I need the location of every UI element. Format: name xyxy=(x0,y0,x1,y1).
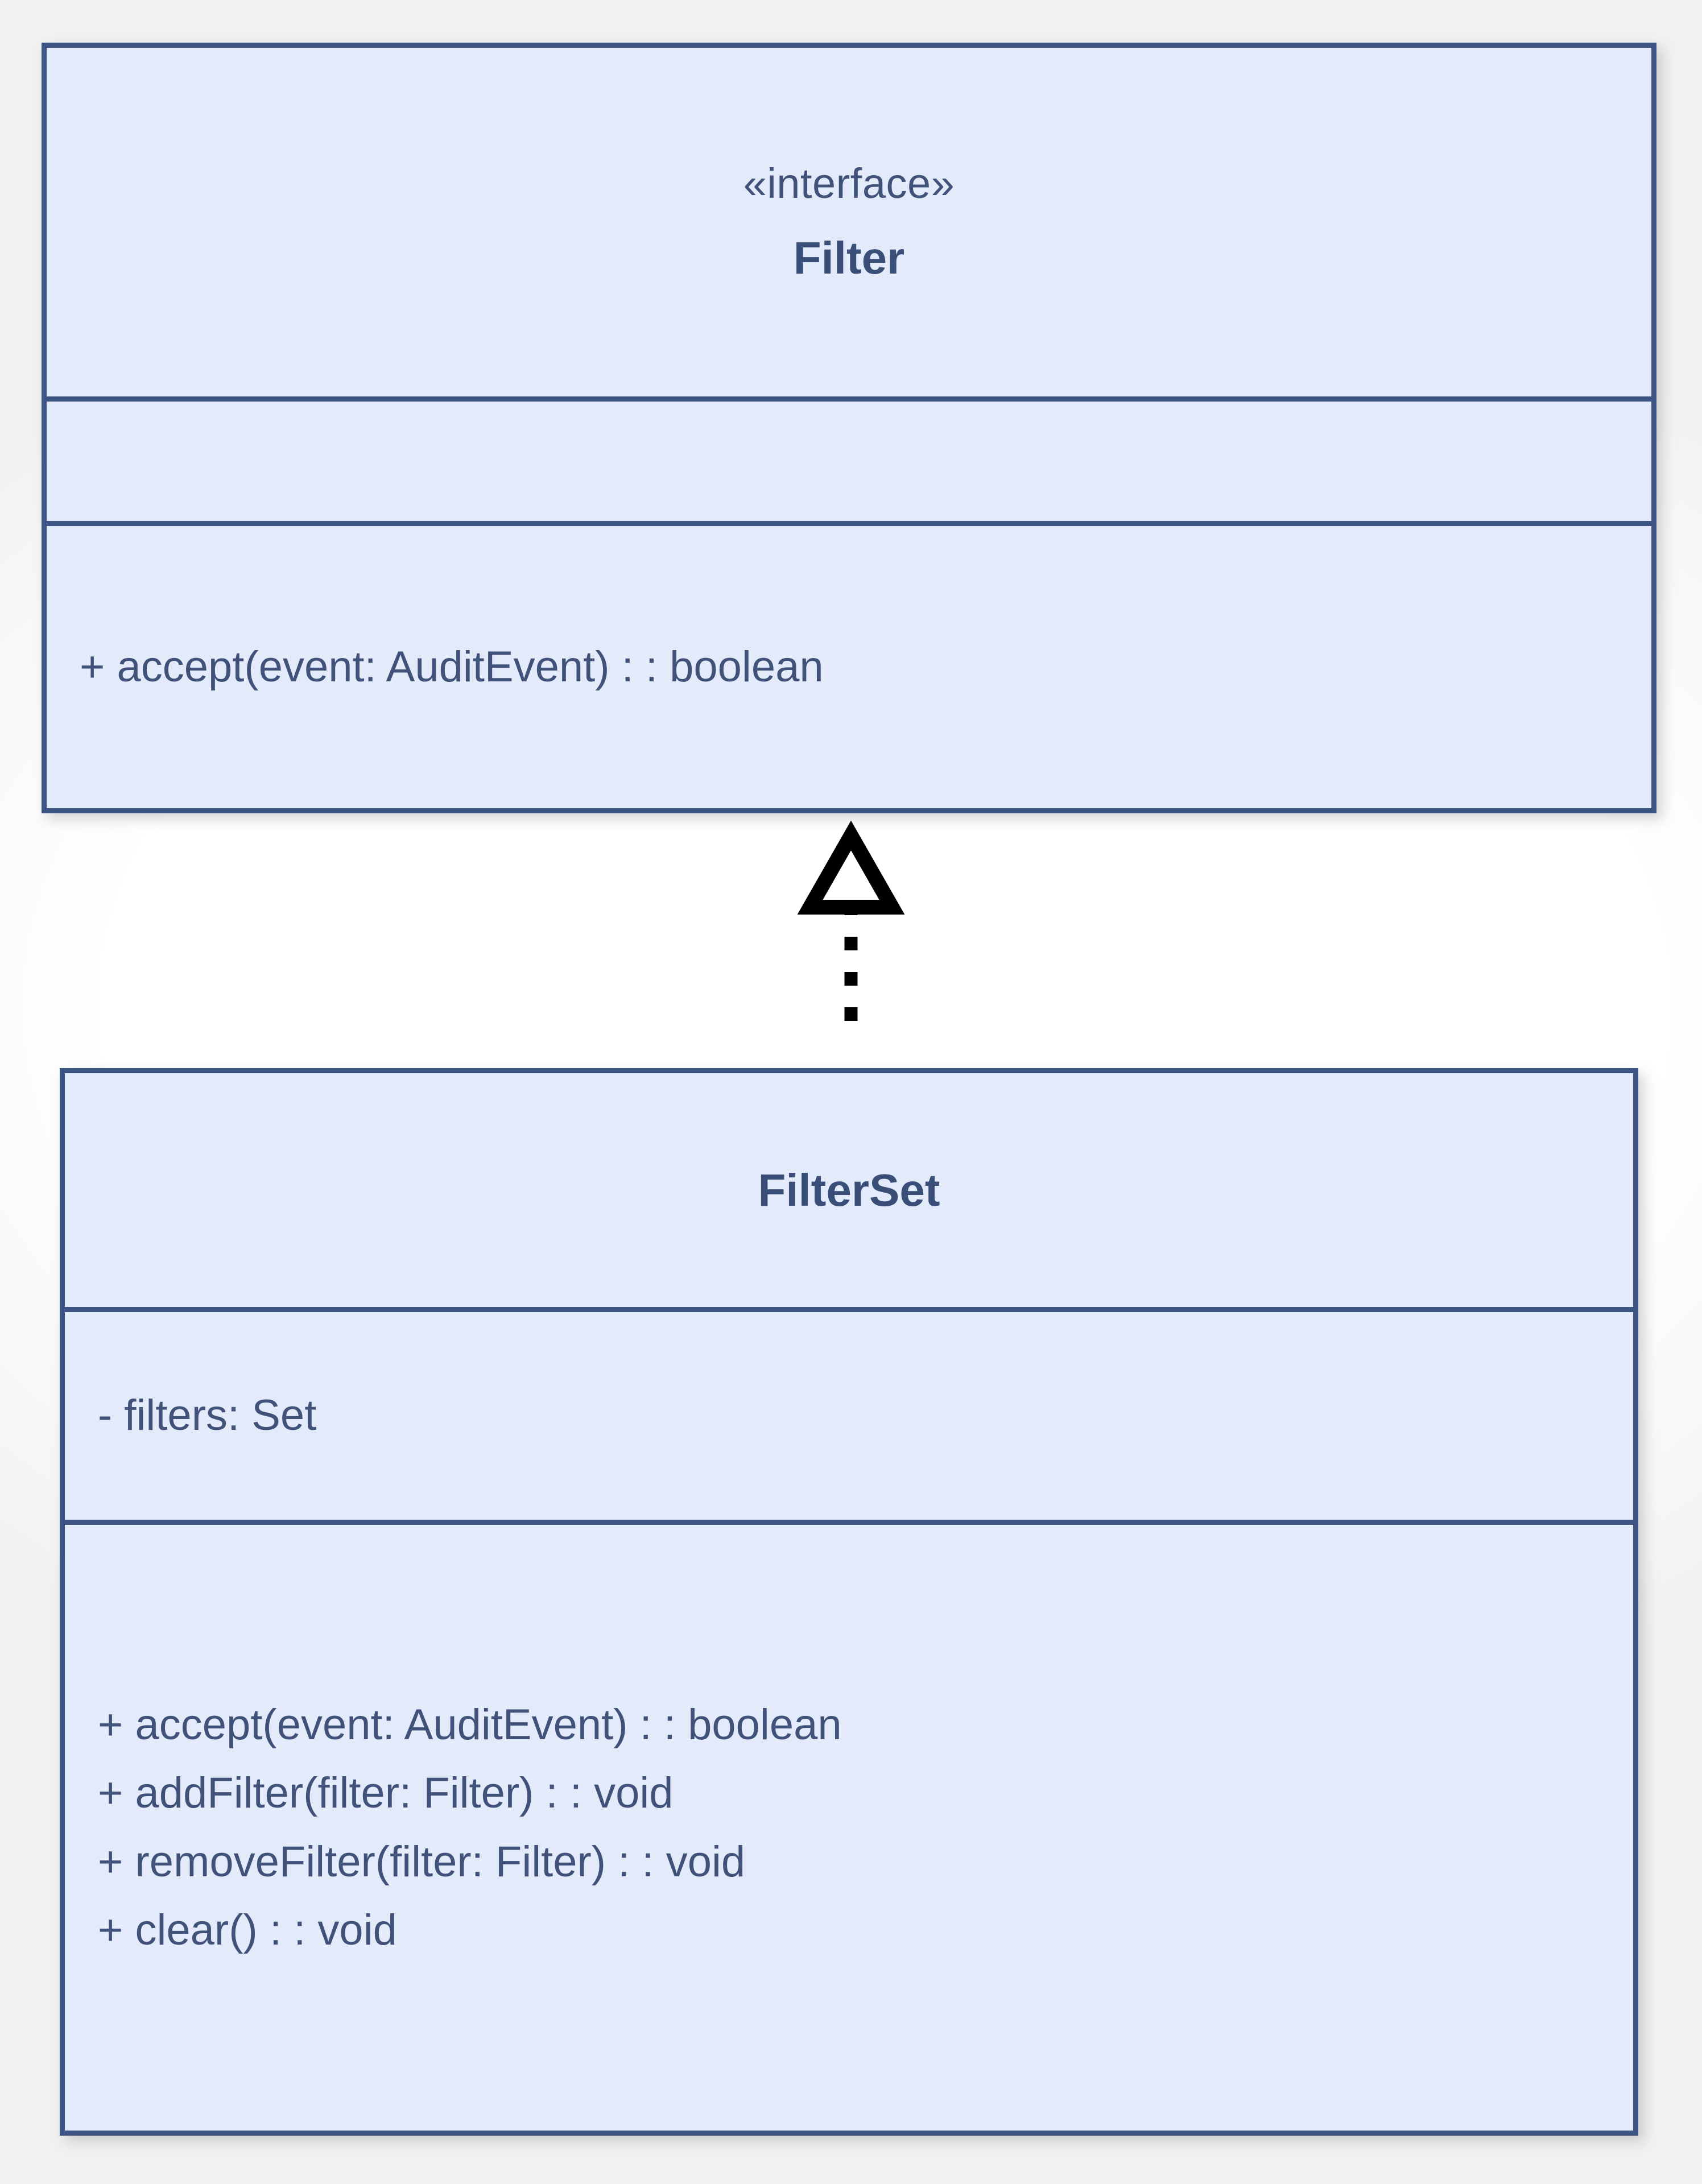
filterset-class-name: FilterSet xyxy=(758,1164,940,1215)
filterset-attribute-list: - filters: Set xyxy=(65,1381,1633,1450)
filter-header-compartment: «interface» Filter xyxy=(47,48,1651,396)
filter-stereotype: «interface» xyxy=(743,160,955,208)
realization-connector-filterset-to-filter xyxy=(796,820,910,1027)
filterset-attributes-compartment: - filters: Set xyxy=(65,1307,1633,1520)
filter-method-list: + accept(event: AuditEvent) : : boolean xyxy=(47,633,1651,701)
method-item: + addFilter(filter: Filter) : : void xyxy=(98,1769,674,1818)
filter-class-name: Filter xyxy=(793,233,905,284)
filter-attributes-compartment xyxy=(47,396,1651,521)
filterset-method-list: + accept(event: AuditEvent) : : boolean +… xyxy=(65,1691,1633,1964)
filterset-header-compartment: FilterSet xyxy=(65,1073,1633,1307)
uml-class-filterset[interactable]: FilterSet - filters: Set + accept(event:… xyxy=(60,1068,1638,2136)
method-item: + removeFilter(filter: Filter) : : void xyxy=(98,1837,746,1886)
realization-arrow-svg xyxy=(797,820,905,1021)
hollow-triangle-arrowhead xyxy=(797,820,905,915)
filter-attribute-list xyxy=(47,458,1651,464)
method-item: + accept(event: AuditEvent) : : boolean xyxy=(98,1701,842,1749)
filter-methods-compartment: + accept(event: AuditEvent) : : boolean xyxy=(47,521,1651,808)
filterset-methods-compartment: + accept(event: AuditEvent) : : boolean +… xyxy=(65,1520,1633,2131)
method-item: + accept(event: AuditEvent) : : boolean xyxy=(80,642,824,691)
attribute-item: - filters: Set xyxy=(98,1391,317,1440)
method-item: + clear() : : void xyxy=(98,1905,397,1954)
uml-class-filter[interactable]: «interface» Filter + accept(event: Audit… xyxy=(42,43,1656,813)
